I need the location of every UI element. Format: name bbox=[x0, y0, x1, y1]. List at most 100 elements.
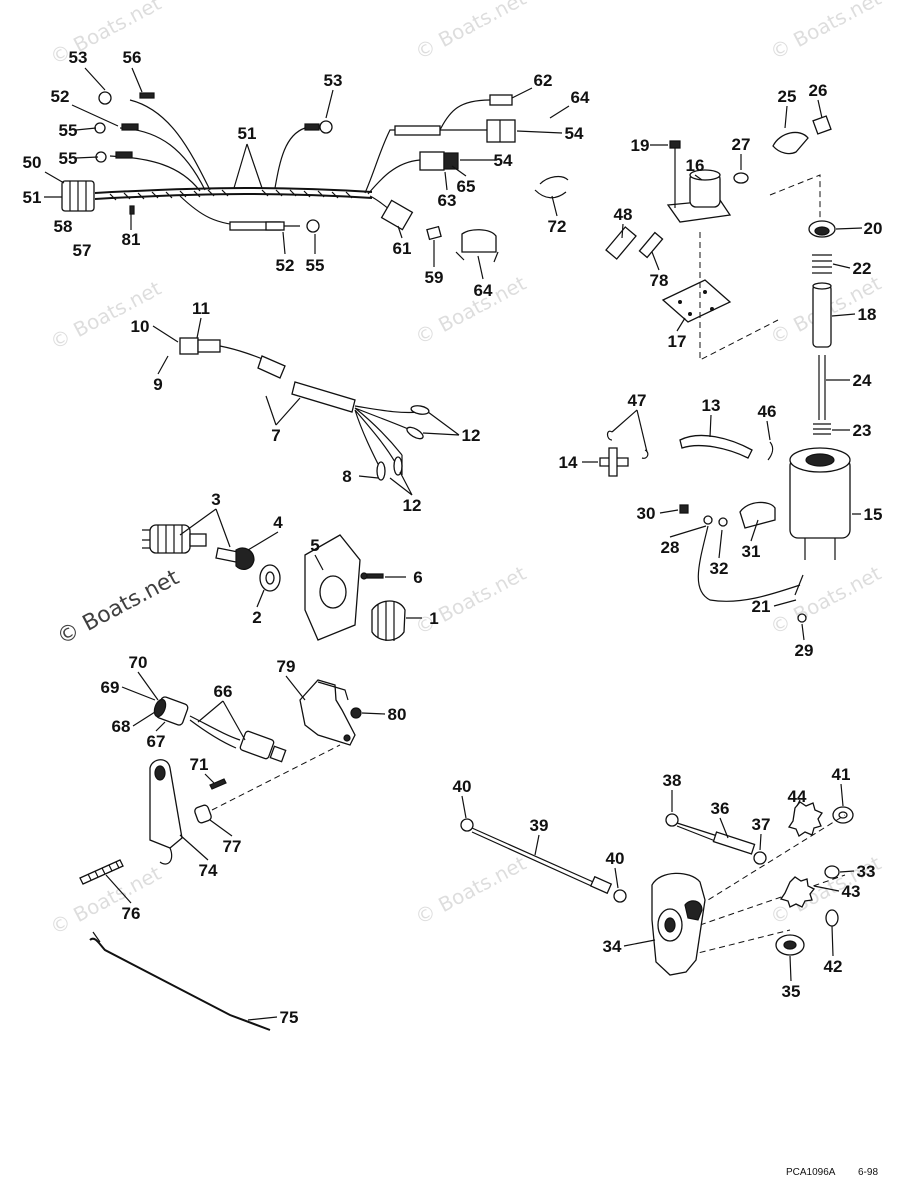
switch-bracket bbox=[299, 679, 356, 746]
callout-5: 5 bbox=[310, 536, 319, 555]
callout-71: 71 bbox=[190, 755, 209, 774]
trim-harness bbox=[179, 337, 430, 481]
fitting bbox=[772, 131, 809, 155]
callout-16: 16 bbox=[686, 156, 705, 175]
callout-52: 52 bbox=[51, 87, 70, 106]
watermark: © Boats.net bbox=[53, 565, 184, 650]
lever bbox=[149, 759, 183, 849]
callout-54: 54 bbox=[494, 151, 513, 170]
bolt bbox=[79, 859, 124, 885]
knob bbox=[371, 600, 406, 641]
callout-28: 28 bbox=[661, 538, 680, 557]
key-switch-group bbox=[142, 524, 406, 641]
callout-43: 43 bbox=[842, 882, 861, 901]
watermark: © Boats.net bbox=[46, 276, 165, 355]
callout-58: 58 bbox=[54, 217, 73, 236]
callout-9: 9 bbox=[153, 375, 162, 394]
callout-27: 27 bbox=[732, 135, 751, 154]
callout-22: 22 bbox=[853, 259, 872, 278]
ring-terminal bbox=[94, 122, 106, 134]
callout-65: 65 bbox=[457, 177, 476, 196]
gasket-plate bbox=[661, 279, 732, 323]
star-washer bbox=[787, 801, 823, 837]
callout-6: 6 bbox=[413, 568, 422, 587]
callout-37: 37 bbox=[752, 815, 771, 834]
hose bbox=[679, 434, 753, 459]
callout-78: 78 bbox=[650, 271, 669, 290]
watermark: © Boats.net bbox=[766, 561, 885, 640]
callout-36: 36 bbox=[711, 799, 730, 818]
callout-81: 81 bbox=[122, 230, 141, 249]
callout-80: 80 bbox=[388, 705, 407, 724]
key-switch bbox=[149, 524, 191, 554]
watermark: © Boats.net bbox=[766, 0, 885, 64]
figure-date: 6-98 bbox=[858, 1167, 878, 1178]
sleeve bbox=[291, 381, 356, 413]
callout-59: 59 bbox=[425, 268, 444, 287]
callout-30: 30 bbox=[637, 504, 656, 523]
callout-56: 56 bbox=[123, 48, 142, 67]
callout-55: 55 bbox=[59, 121, 78, 140]
callout-74: 74 bbox=[199, 861, 218, 880]
callout-57: 57 bbox=[73, 241, 92, 260]
callout-72: 72 bbox=[548, 217, 567, 236]
bushing bbox=[194, 804, 212, 824]
callout-40: 40 bbox=[606, 849, 625, 868]
callout-34: 34 bbox=[603, 937, 622, 956]
callout-51: 51 bbox=[23, 188, 42, 207]
callout-51: 51 bbox=[238, 124, 257, 143]
callout-26: 26 bbox=[809, 81, 828, 100]
callout-33: 33 bbox=[857, 862, 876, 881]
callout-55: 55 bbox=[59, 149, 78, 168]
callout-3: 3 bbox=[211, 490, 220, 509]
callout-32: 32 bbox=[710, 559, 729, 578]
bracket bbox=[739, 501, 776, 529]
clip bbox=[534, 175, 569, 199]
callout-12: 12 bbox=[403, 496, 422, 515]
callout-7: 7 bbox=[271, 426, 280, 445]
callout-42: 42 bbox=[824, 957, 843, 976]
callout-29: 29 bbox=[795, 641, 814, 660]
callout-53: 53 bbox=[324, 71, 343, 90]
callout-25: 25 bbox=[778, 87, 797, 106]
o-ring bbox=[733, 172, 749, 184]
callout-67: 67 bbox=[147, 732, 166, 751]
leader-lines bbox=[44, 67, 863, 1021]
callout-62: 62 bbox=[534, 71, 553, 90]
trim-switch-group bbox=[79, 679, 362, 1031]
callout-66: 66 bbox=[214, 682, 233, 701]
plug-connector bbox=[486, 119, 516, 143]
callout-76: 76 bbox=[122, 904, 141, 923]
watermark: © Boats.net bbox=[46, 0, 165, 69]
spring bbox=[812, 254, 832, 274]
ground-wire bbox=[697, 525, 801, 602]
callout-77: 77 bbox=[223, 837, 242, 856]
callout-52: 52 bbox=[276, 256, 295, 275]
rod-end bbox=[460, 818, 474, 832]
callout-68: 68 bbox=[112, 717, 131, 736]
sleeve bbox=[605, 226, 637, 260]
trim-switch bbox=[239, 730, 275, 760]
callout-12: 12 bbox=[462, 426, 481, 445]
watermark: © Boats.net bbox=[411, 851, 530, 930]
callout-64: 64 bbox=[571, 88, 590, 107]
callout-11: 11 bbox=[192, 299, 210, 318]
callout-46: 46 bbox=[758, 402, 777, 421]
plunger bbox=[812, 284, 832, 348]
linkage-group bbox=[460, 801, 854, 976]
callout-19: 19 bbox=[631, 136, 650, 155]
callout-13: 13 bbox=[702, 396, 721, 415]
callout-44: 44 bbox=[788, 787, 807, 806]
rod bbox=[818, 355, 826, 420]
ring-terminal bbox=[319, 120, 333, 134]
callout-23: 23 bbox=[853, 421, 872, 440]
watermark: © Boats.net bbox=[411, 0, 530, 64]
link-rod bbox=[89, 937, 271, 1031]
callout-18: 18 bbox=[858, 305, 877, 324]
ring-terminal bbox=[98, 91, 112, 105]
connector bbox=[179, 337, 199, 355]
callout-63: 63 bbox=[438, 191, 457, 210]
